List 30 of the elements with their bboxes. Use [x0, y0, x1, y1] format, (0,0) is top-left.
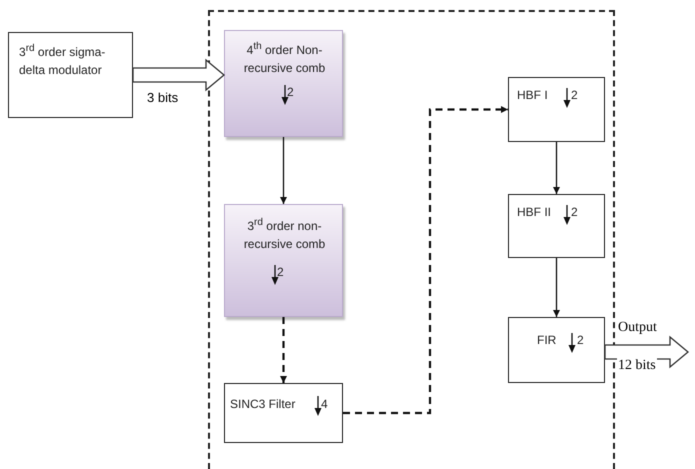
block-arrow: [604, 336, 690, 368]
process-box: [8, 32, 133, 118]
dashed-group-frame: [208, 10, 615, 469]
arrow: [553, 142, 560, 194]
arrow: [280, 137, 287, 204]
decimation-factor: 2: [571, 204, 579, 221]
process-box: [224, 383, 343, 443]
process-box: [508, 317, 605, 383]
decimation-factor: 2: [277, 264, 285, 281]
block-label: HBF I: [517, 87, 549, 104]
block-label: 3$^{rd}$ order non-recursive comb: [242, 216, 326, 253]
comb-filter-box: [224, 204, 343, 317]
block-arrow: [132, 58, 226, 92]
arrow: [553, 258, 560, 317]
block-label: 3$^{rd}$ order sigma-delta modulator: [19, 42, 106, 79]
block-label: SINC3 Filter: [230, 396, 296, 413]
block-label: 4$^{th}$ order Non-recursive comb: [242, 40, 326, 77]
block-label: HBF II: [517, 204, 552, 221]
edge-label: Output: [617, 320, 658, 336]
decimation-factor: 2: [577, 332, 585, 349]
decimation-factor: 4: [321, 396, 329, 413]
decimation-factor: 2: [571, 87, 579, 104]
arrow: [343, 106, 508, 414]
decimation-factor: 2: [287, 84, 295, 101]
edge-label: 3 bits: [146, 90, 180, 105]
arrow: [280, 317, 287, 383]
process-box: [508, 77, 605, 142]
block-label: FIR: [537, 332, 558, 349]
process-box: [508, 194, 605, 258]
comb-filter-box: [224, 30, 343, 137]
